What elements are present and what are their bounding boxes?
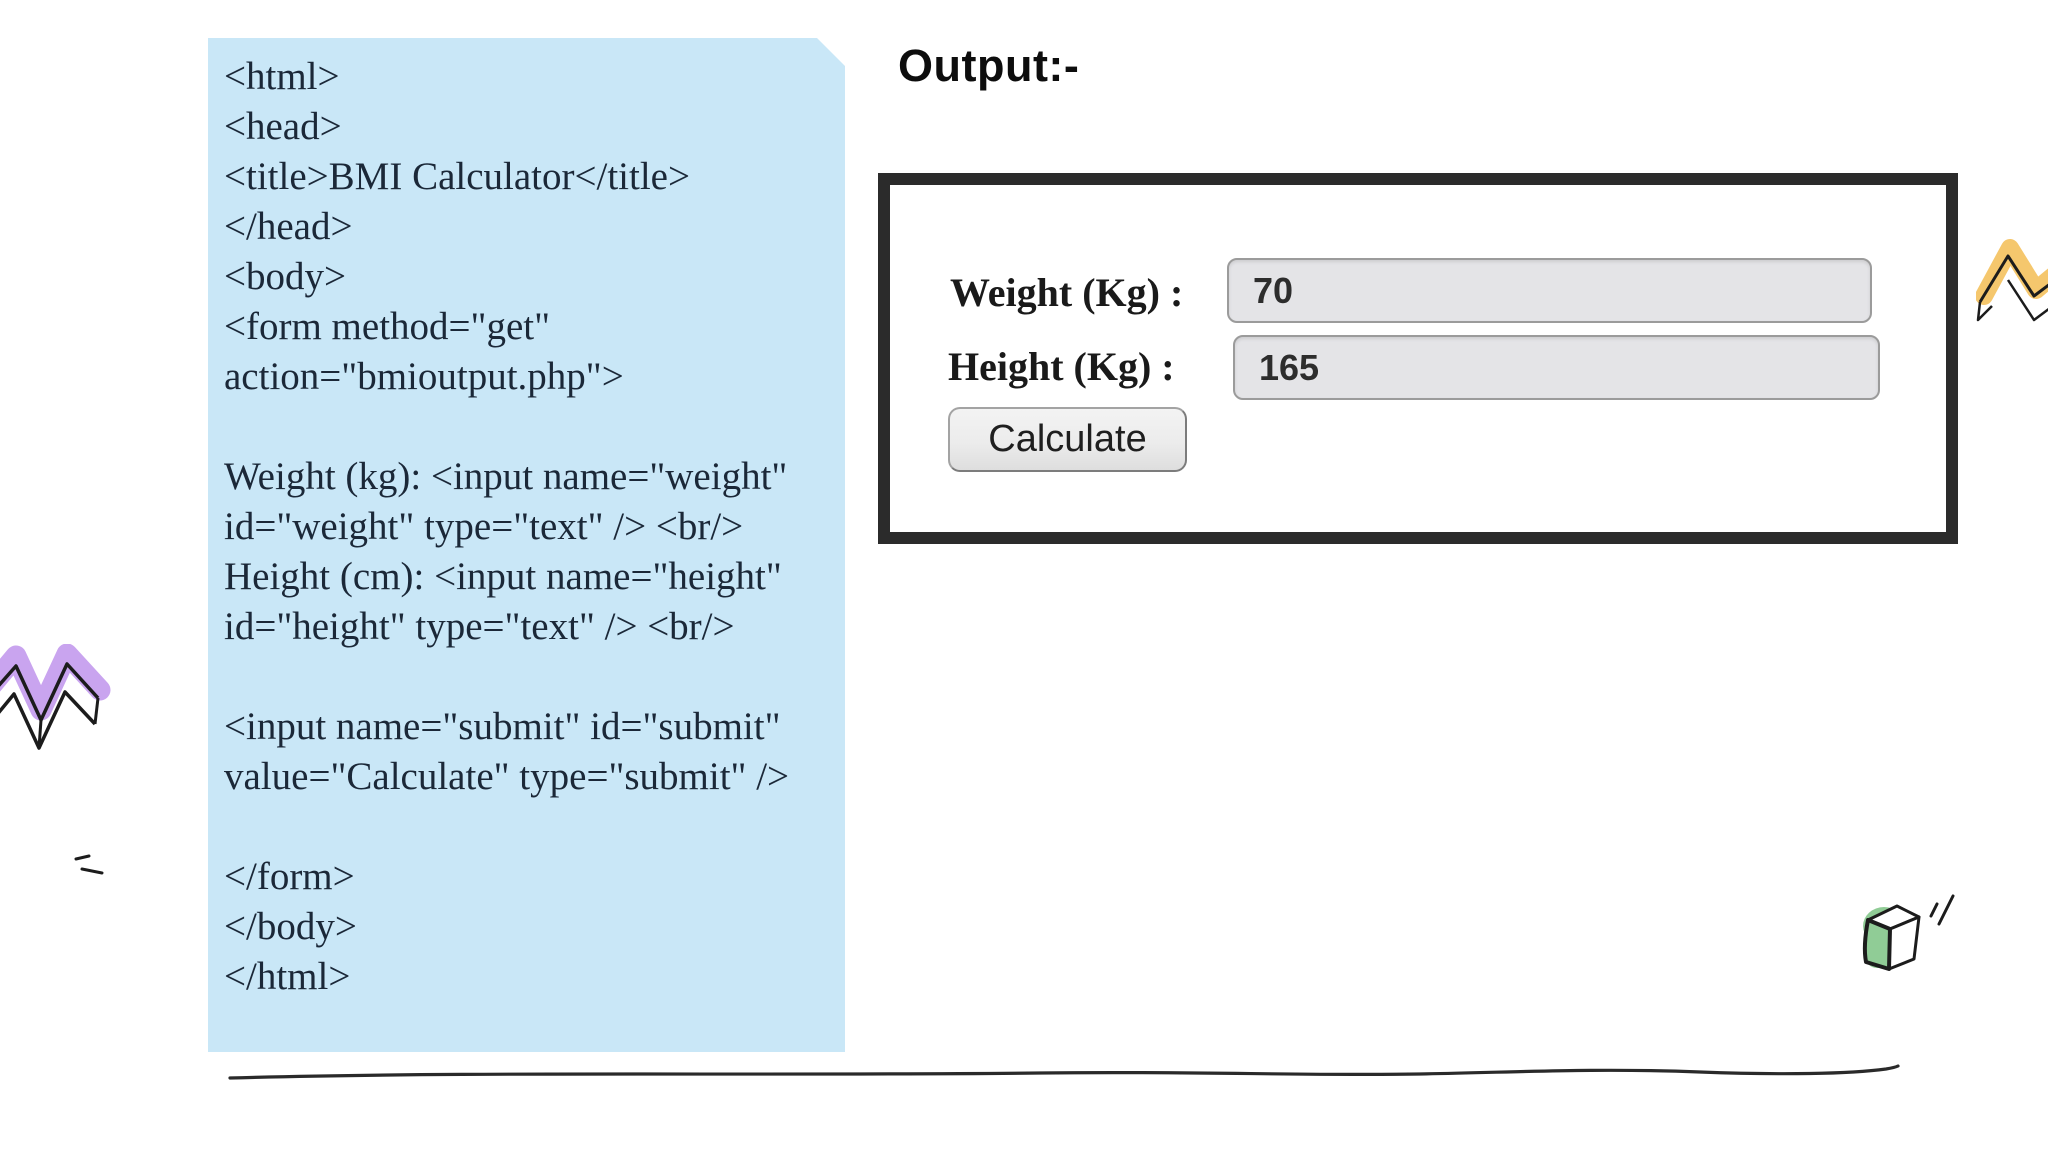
weight-label: Weight (Kg) : bbox=[950, 270, 1184, 315]
accent-dashes-icon bbox=[74, 854, 104, 875]
code-line: </body> bbox=[224, 905, 357, 948]
green-cube-icon bbox=[1862, 904, 1921, 971]
code-lines: <html> <head> <title>BMI Calculator</title… bbox=[208, 38, 845, 1002]
code-line: <title>BMI Calculator</title> bbox=[224, 155, 690, 198]
code-line: <head> bbox=[224, 105, 342, 148]
accent-slashes-icon bbox=[1929, 894, 1955, 926]
code-line: <body> bbox=[224, 255, 346, 298]
code-line: <html> bbox=[224, 55, 340, 98]
height-label: Height (Kg) : bbox=[948, 344, 1175, 389]
code-line: </html> bbox=[224, 955, 351, 998]
code-line: action="bmioutput.php"> bbox=[224, 355, 624, 398]
code-line: id="weight" type="text" /> <br/> bbox=[224, 505, 744, 548]
code-line: value="Calculate" type="submit" /> bbox=[224, 755, 790, 798]
code-line bbox=[224, 402, 837, 452]
code-line: id="height" type="text" /> <br/> bbox=[224, 605, 735, 648]
code-line: Height (cm): <input name="height" bbox=[224, 555, 782, 598]
purple-zigzag-icon bbox=[0, 644, 111, 750]
code-line bbox=[224, 802, 837, 852]
code-line: <form method="get" bbox=[224, 305, 551, 348]
output-heading: Output:- bbox=[898, 40, 1080, 91]
code-line bbox=[224, 652, 837, 702]
code-line: </form> bbox=[224, 855, 355, 898]
orange-zigzag-icon bbox=[1976, 239, 2048, 322]
weight-input[interactable] bbox=[1227, 258, 1872, 323]
height-input[interactable] bbox=[1233, 335, 1880, 400]
code-line: </head> bbox=[224, 205, 353, 248]
hand-drawn-underline bbox=[228, 1064, 1900, 1080]
code-line: <input name="submit" id="submit" bbox=[224, 705, 781, 748]
calculate-button[interactable]: Calculate bbox=[948, 407, 1187, 472]
browser-output-frame: Weight (Kg) : Height (Kg) : Calculate bbox=[878, 173, 1958, 544]
code-line: Weight (kg): <input name="weight" bbox=[224, 455, 788, 498]
code-snippet-panel: <html> <head> <title>BMI Calculator</title… bbox=[208, 38, 845, 1052]
